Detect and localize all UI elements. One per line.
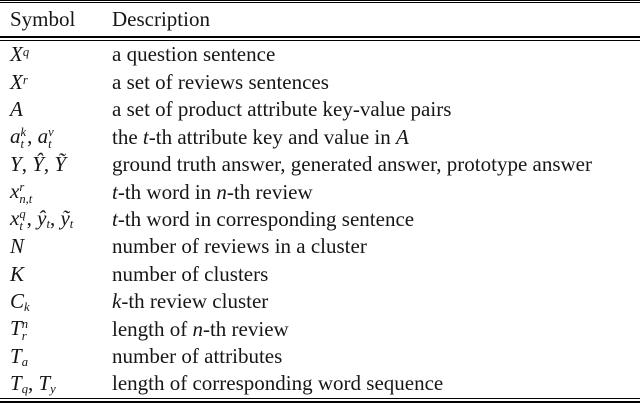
description-cell: the t-th attribute key and value in A [112, 124, 409, 149]
bottom-rule [0, 398, 640, 403]
top-rule [0, 0, 640, 3]
description-cell: t-th word in corresponding sentence [112, 206, 415, 231]
symbol-cell: A [10, 97, 23, 122]
description-cell: number of reviews in a cluster [112, 234, 367, 259]
header-separator-rule [0, 36, 640, 41]
symbol-cell: Y, Ŷ, Ỹ [10, 152, 67, 177]
symbol-column-header: Symbol [10, 7, 76, 31]
symbol-cell: K [10, 261, 25, 286]
table-header-row: Symbol Description [0, 3, 640, 36]
table-body: Xq a question sentence Xr a set of revie… [0, 41, 640, 398]
table-row: N number of reviews in a cluster [0, 233, 640, 260]
description-cell: number of clusters [112, 261, 269, 286]
table-row: Tq, Ty length of corresponding word sequ… [0, 370, 640, 397]
symbol-cell: N [10, 234, 25, 259]
description-cell: length of corresponding word sequence [112, 371, 444, 396]
description-column-header: Description [112, 7, 210, 31]
table-row: Ck k-th review cluster [0, 288, 640, 315]
table-row: Xq a question sentence [0, 41, 640, 68]
description-cell: length of n-th review [112, 316, 289, 341]
table-row: Ta number of attributes [0, 343, 640, 370]
description-cell: ground truth answer, generated answer, p… [112, 152, 592, 177]
table-row: Y, Ŷ, Ỹ ground truth answer, generated a… [0, 151, 640, 178]
symbol-cell: Xq [10, 42, 30, 67]
symbol-cell: Tq, Ty [10, 371, 56, 397]
table-row: K number of clusters [0, 261, 640, 288]
description-cell: number of attributes [112, 344, 283, 369]
description-cell: k-th review cluster [112, 289, 269, 314]
symbol-cell: Ck [10, 289, 30, 314]
table-row: A a set of product attribute key-value p… [0, 96, 640, 123]
description-cell: a set of product attribute key-value pai… [112, 97, 452, 122]
symbol-cell: Ta [10, 344, 28, 369]
table-row: Xr a set of reviews sentences [0, 69, 640, 96]
description-cell: a set of reviews sentences [112, 69, 329, 94]
description-cell: t-th word in n-th review [112, 179, 313, 204]
description-cell: a question sentence [112, 42, 276, 67]
symbol-cell: Xr [10, 69, 28, 94]
